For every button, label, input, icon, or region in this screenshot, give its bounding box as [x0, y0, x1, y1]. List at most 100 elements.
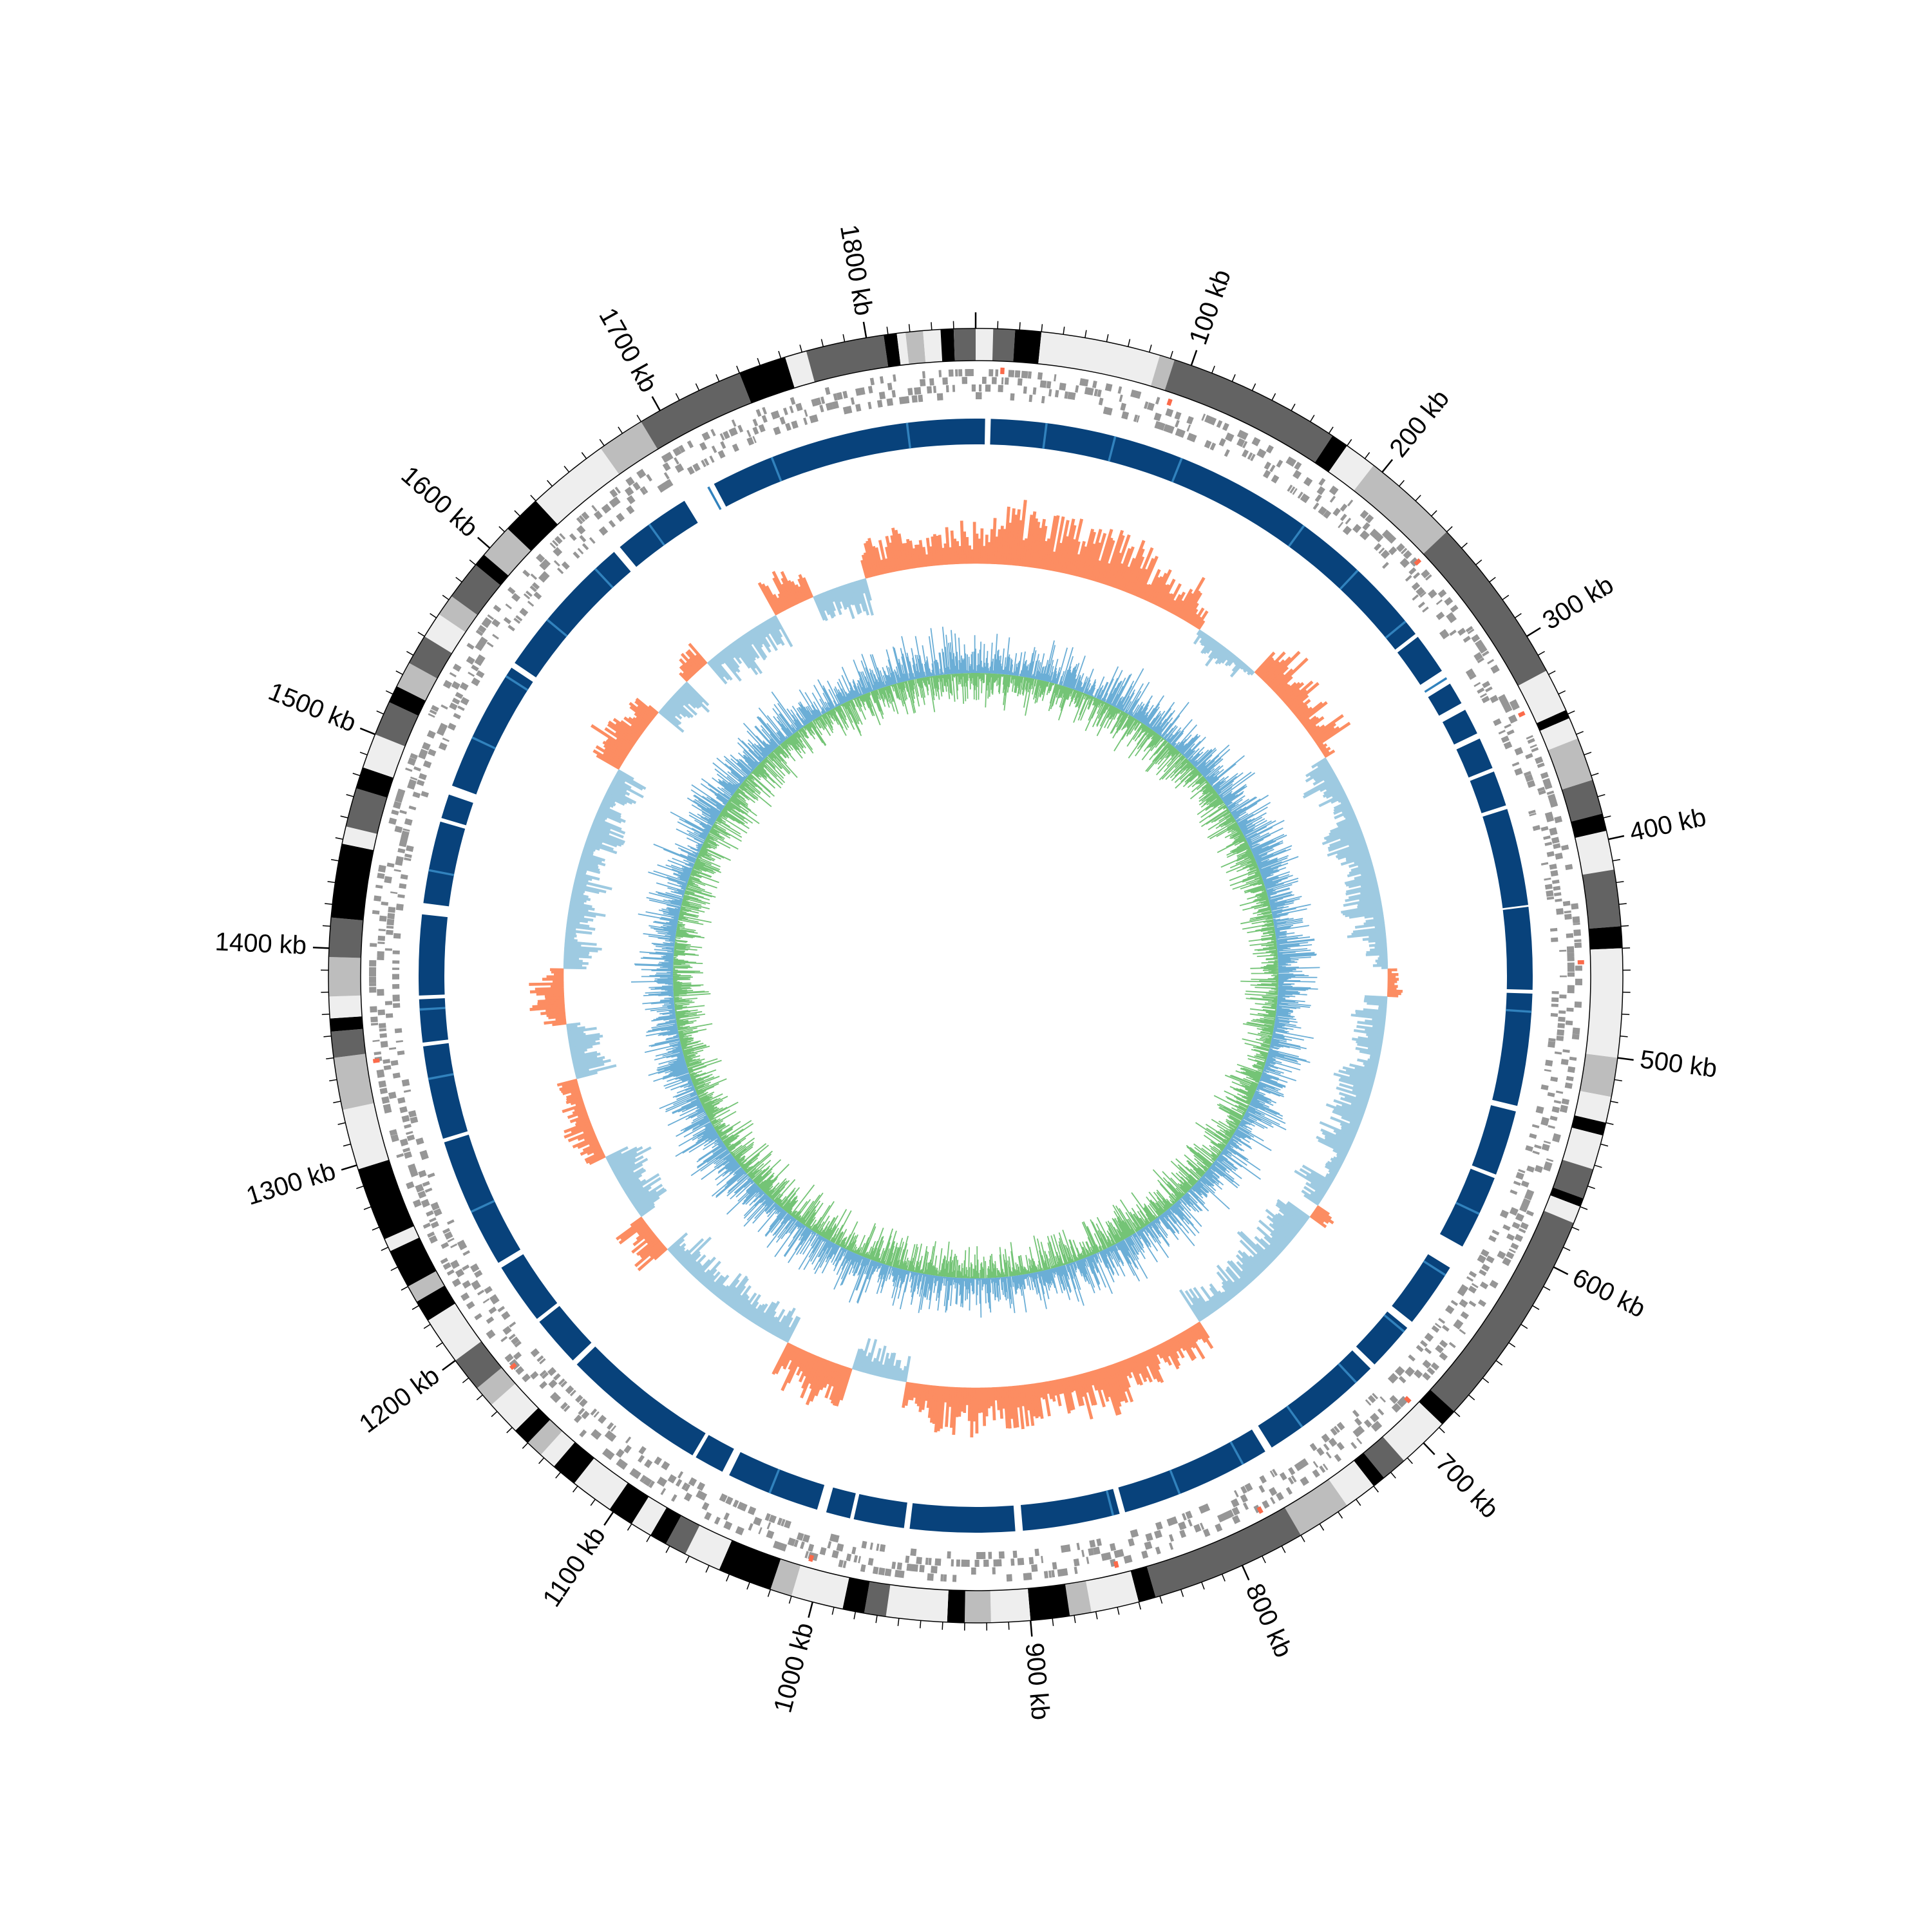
collinearity-block-track [419, 419, 1533, 1533]
collinearity-block [1502, 907, 1533, 990]
minor-tick [1221, 1574, 1226, 1582]
minor-tick [1616, 880, 1624, 884]
collinearity-accent [1455, 1202, 1480, 1215]
contig-band [1589, 926, 1623, 950]
minor-tick [356, 1186, 364, 1189]
minor-tick [385, 690, 393, 695]
minor-tick [359, 752, 368, 755]
gene-feature-track [369, 367, 1584, 1582]
minor-tick [555, 1472, 562, 1479]
gc-positive-line [630, 627, 1320, 1318]
collinearity-block [826, 1487, 856, 1519]
contig-band [1544, 1195, 1580, 1224]
minor-tick [326, 1057, 334, 1059]
tick-label: 1800 kb [835, 223, 878, 318]
major-tick [477, 536, 491, 549]
contig-band [1571, 813, 1607, 838]
contig-band [923, 329, 943, 363]
contig-band [1518, 670, 1566, 724]
gene-feature-highlight [509, 1362, 517, 1370]
contig-band [475, 554, 509, 585]
minor-tick [1180, 1589, 1184, 1597]
tick-label: 1700 kb [593, 303, 663, 397]
gene-feature-highlight [1517, 710, 1526, 718]
minor-tick [1532, 1305, 1540, 1311]
minor-tick [715, 374, 720, 382]
contig-band [1383, 1401, 1443, 1461]
contig-band [1284, 1479, 1347, 1535]
contig-band-track [328, 328, 1624, 1624]
major-tick [359, 727, 375, 735]
contig-band [650, 1507, 681, 1544]
contig-band [1038, 332, 1160, 386]
collinearity-accent [1287, 525, 1305, 547]
minor-tick [363, 1206, 372, 1210]
contig-band [484, 528, 531, 576]
major-tick [341, 1164, 357, 1171]
minor-tick [1041, 324, 1043, 332]
tick-label: 600 kb [1568, 1263, 1650, 1323]
skew-positive-area [529, 500, 1403, 1437]
contig-band [342, 1103, 389, 1170]
contig-band [342, 826, 377, 851]
contig-band [886, 1584, 949, 1623]
collinearity-block [441, 794, 473, 826]
minor-tick [736, 365, 740, 374]
contig-band [1027, 1584, 1070, 1621]
collinearity-block [909, 1503, 1016, 1533]
minor-tick [327, 880, 336, 884]
minor-tick [1612, 858, 1621, 862]
major-tick [808, 1602, 813, 1618]
minor-tick [1537, 650, 1545, 656]
minor-tick [335, 837, 343, 840]
tick-label: 1200 kb [354, 1361, 445, 1439]
contig-band [785, 351, 815, 388]
major-tick [1029, 1620, 1033, 1637]
contig-band [739, 357, 795, 403]
major-tick [1553, 1266, 1569, 1275]
minor-tick [1514, 613, 1522, 618]
gene-feature-highlight [1577, 960, 1584, 965]
minor-tick [942, 1622, 943, 1630]
minor-tick [1622, 1013, 1630, 1016]
collinearity-accent [471, 736, 496, 750]
minor-tick [886, 327, 889, 335]
contig-band [397, 663, 437, 701]
minor-tick [522, 1443, 529, 1449]
minor-tick [435, 1342, 443, 1348]
contig-band [527, 1419, 563, 1455]
minor-tick [412, 1305, 419, 1311]
contig-band [424, 614, 466, 654]
gene-feature-highlight [372, 1058, 380, 1063]
contig-band [685, 1525, 732, 1570]
minor-tick [1597, 794, 1605, 797]
contig-band [328, 995, 363, 1019]
gc-negative-line [672, 672, 1279, 1279]
minor-tick [1594, 1164, 1602, 1168]
collinearity-accent [419, 1007, 446, 1011]
collinearity-accent [428, 1073, 454, 1081]
tick-label: 200 kb [1384, 384, 1455, 462]
minor-tick [1571, 1226, 1580, 1231]
contig-band [1582, 869, 1622, 929]
minor-tick [376, 710, 384, 715]
major-tick [651, 396, 661, 412]
minor-tick [695, 383, 700, 391]
collinearity-accent [1108, 436, 1117, 462]
tick-label: 1100 kb [537, 1522, 611, 1612]
contig-band [1575, 1090, 1612, 1123]
minor-tick [346, 794, 354, 797]
collinearity-accent [1506, 1009, 1532, 1013]
gene-feature-highlight [1414, 558, 1422, 566]
collinearity-accent [1338, 1363, 1358, 1383]
minor-tick [442, 594, 450, 600]
contig-band [330, 1028, 366, 1058]
contig-band [1548, 738, 1593, 790]
contig-band [574, 1458, 628, 1510]
contig-band [1423, 531, 1547, 686]
gene-feature-highlight [1113, 1560, 1119, 1568]
outer-axis [312, 312, 1634, 1637]
minor-tick [322, 925, 330, 927]
contig-band [609, 1482, 649, 1524]
